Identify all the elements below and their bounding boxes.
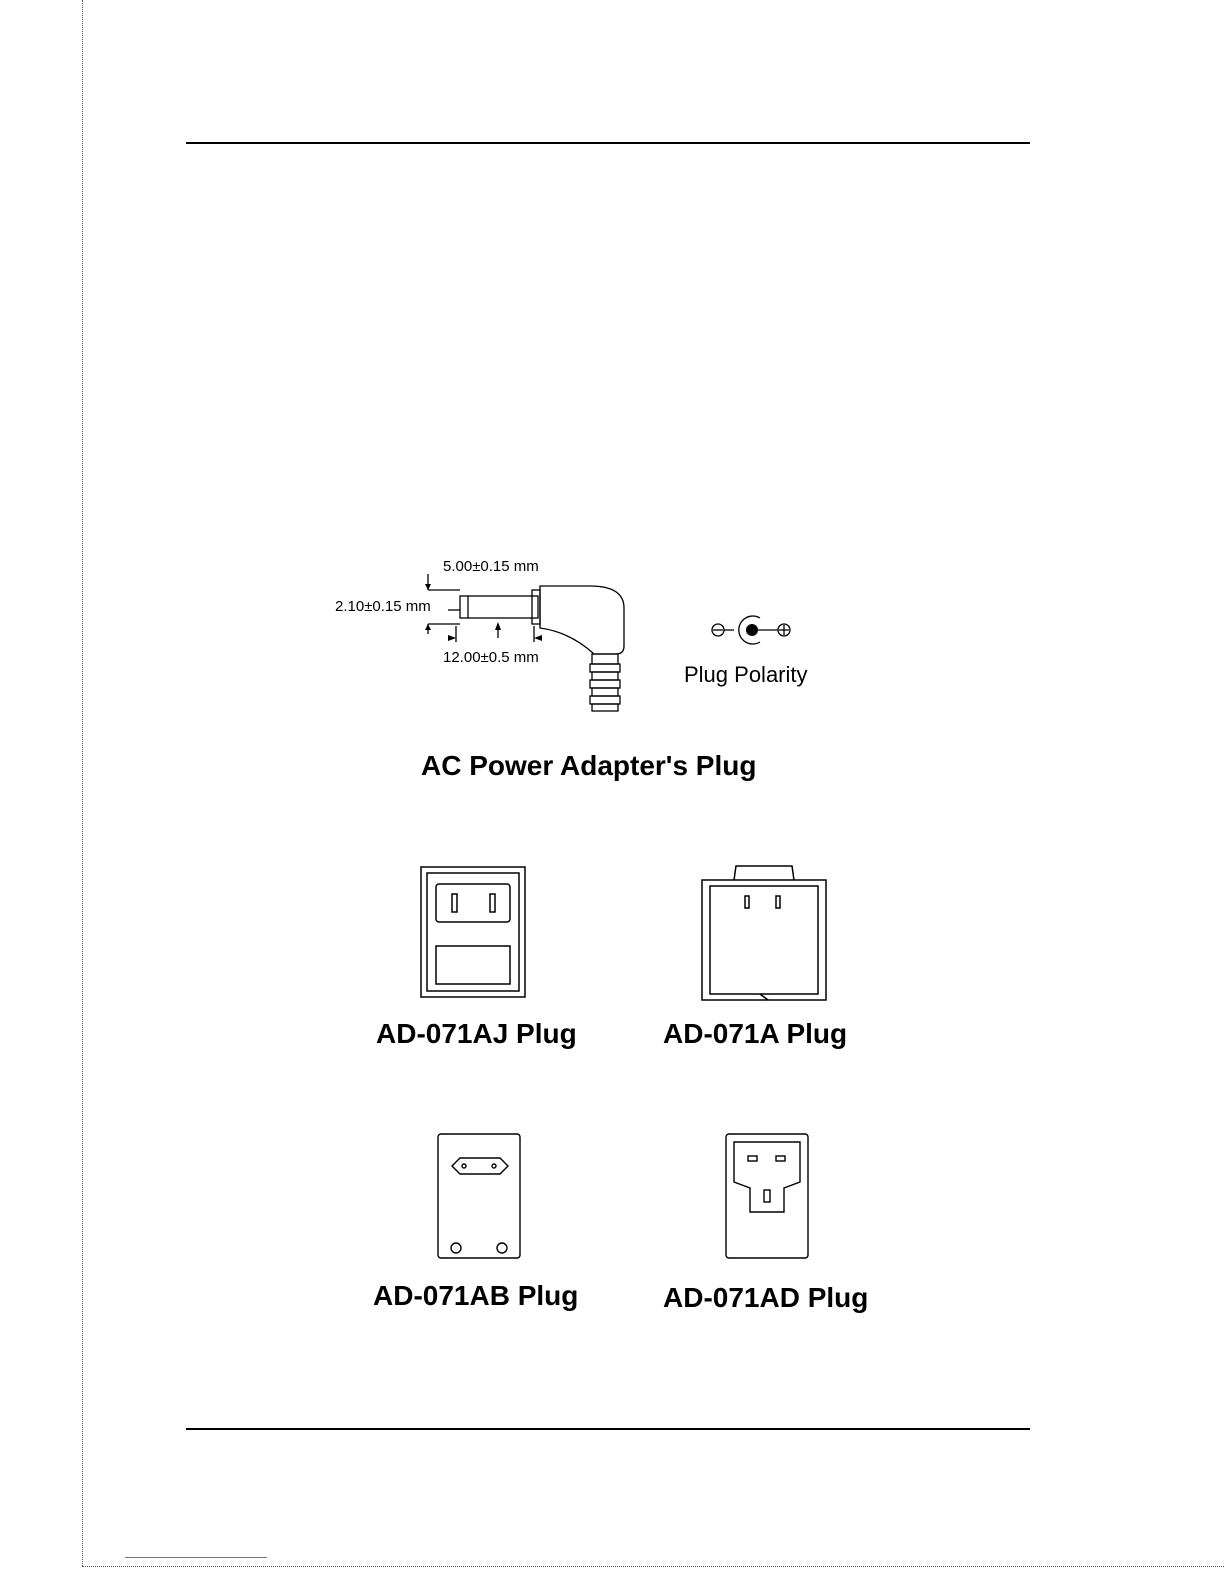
- footer-rule: [186, 1428, 1030, 1430]
- ad-071ab-plug-label: AD-071AB Plug: [373, 1280, 578, 1312]
- ad-071a-plug-label: AD-071A Plug: [663, 1018, 847, 1050]
- page-edge-bottom: [82, 1566, 1224, 1567]
- ad-071ad-plug-drawing: [724, 1132, 814, 1262]
- ad-071aj-plug-drawing: [420, 866, 530, 1000]
- ad-071aj-plug-label: AD-071AJ Plug: [376, 1018, 577, 1050]
- plug-polarity-label: Plug Polarity: [684, 662, 808, 688]
- ad-071ab-plug-drawing: [436, 1132, 526, 1262]
- plug-polarity-icon: [708, 612, 798, 652]
- dc-plug-drawing: [420, 560, 720, 720]
- ad-071a-plug-drawing: [700, 864, 830, 1004]
- footer-mark: [125, 1557, 267, 1558]
- tip-diameter-label: 5.00±0.15 mm: [443, 558, 539, 575]
- page-edge-left: [82, 0, 83, 1566]
- ad-071ad-plug-label: AD-071AD Plug: [663, 1282, 868, 1314]
- figure-caption: AC Power Adapter's Plug: [421, 750, 756, 782]
- barrel-length-label: 12.00±0.5 mm: [443, 649, 539, 666]
- inner-diameter-label: 2.10±0.15 mm: [335, 598, 431, 615]
- header-rule: [186, 142, 1030, 144]
